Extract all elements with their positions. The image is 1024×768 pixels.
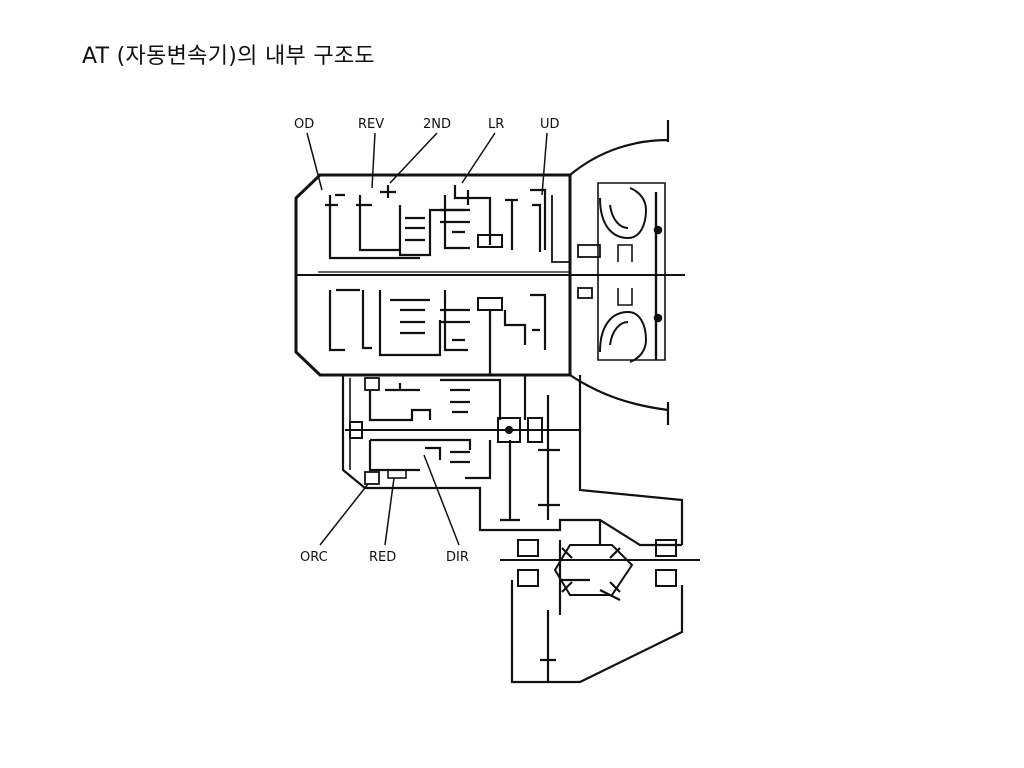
secondary-case [341,375,520,532]
differential-housing [520,375,684,547]
second-brake [380,185,396,198]
slide-title: AT (자동변속기)의 내부 구조도 [82,44,375,69]
label-od: OD [294,117,314,132]
label-red: RED [369,550,396,565]
label-rev: REV [358,117,384,132]
label-ud: UD [540,117,560,132]
lr-brake [453,185,492,245]
rev-clutch [356,195,400,252]
label-2nd: 2ND [423,117,451,132]
ud-clutch [530,188,547,252]
label-orc: ORC [300,550,328,565]
label-dir: DIR [446,550,469,565]
label-lr: LR [488,117,504,132]
od-clutch [325,193,420,260]
torque-converter-housing [569,120,670,425]
